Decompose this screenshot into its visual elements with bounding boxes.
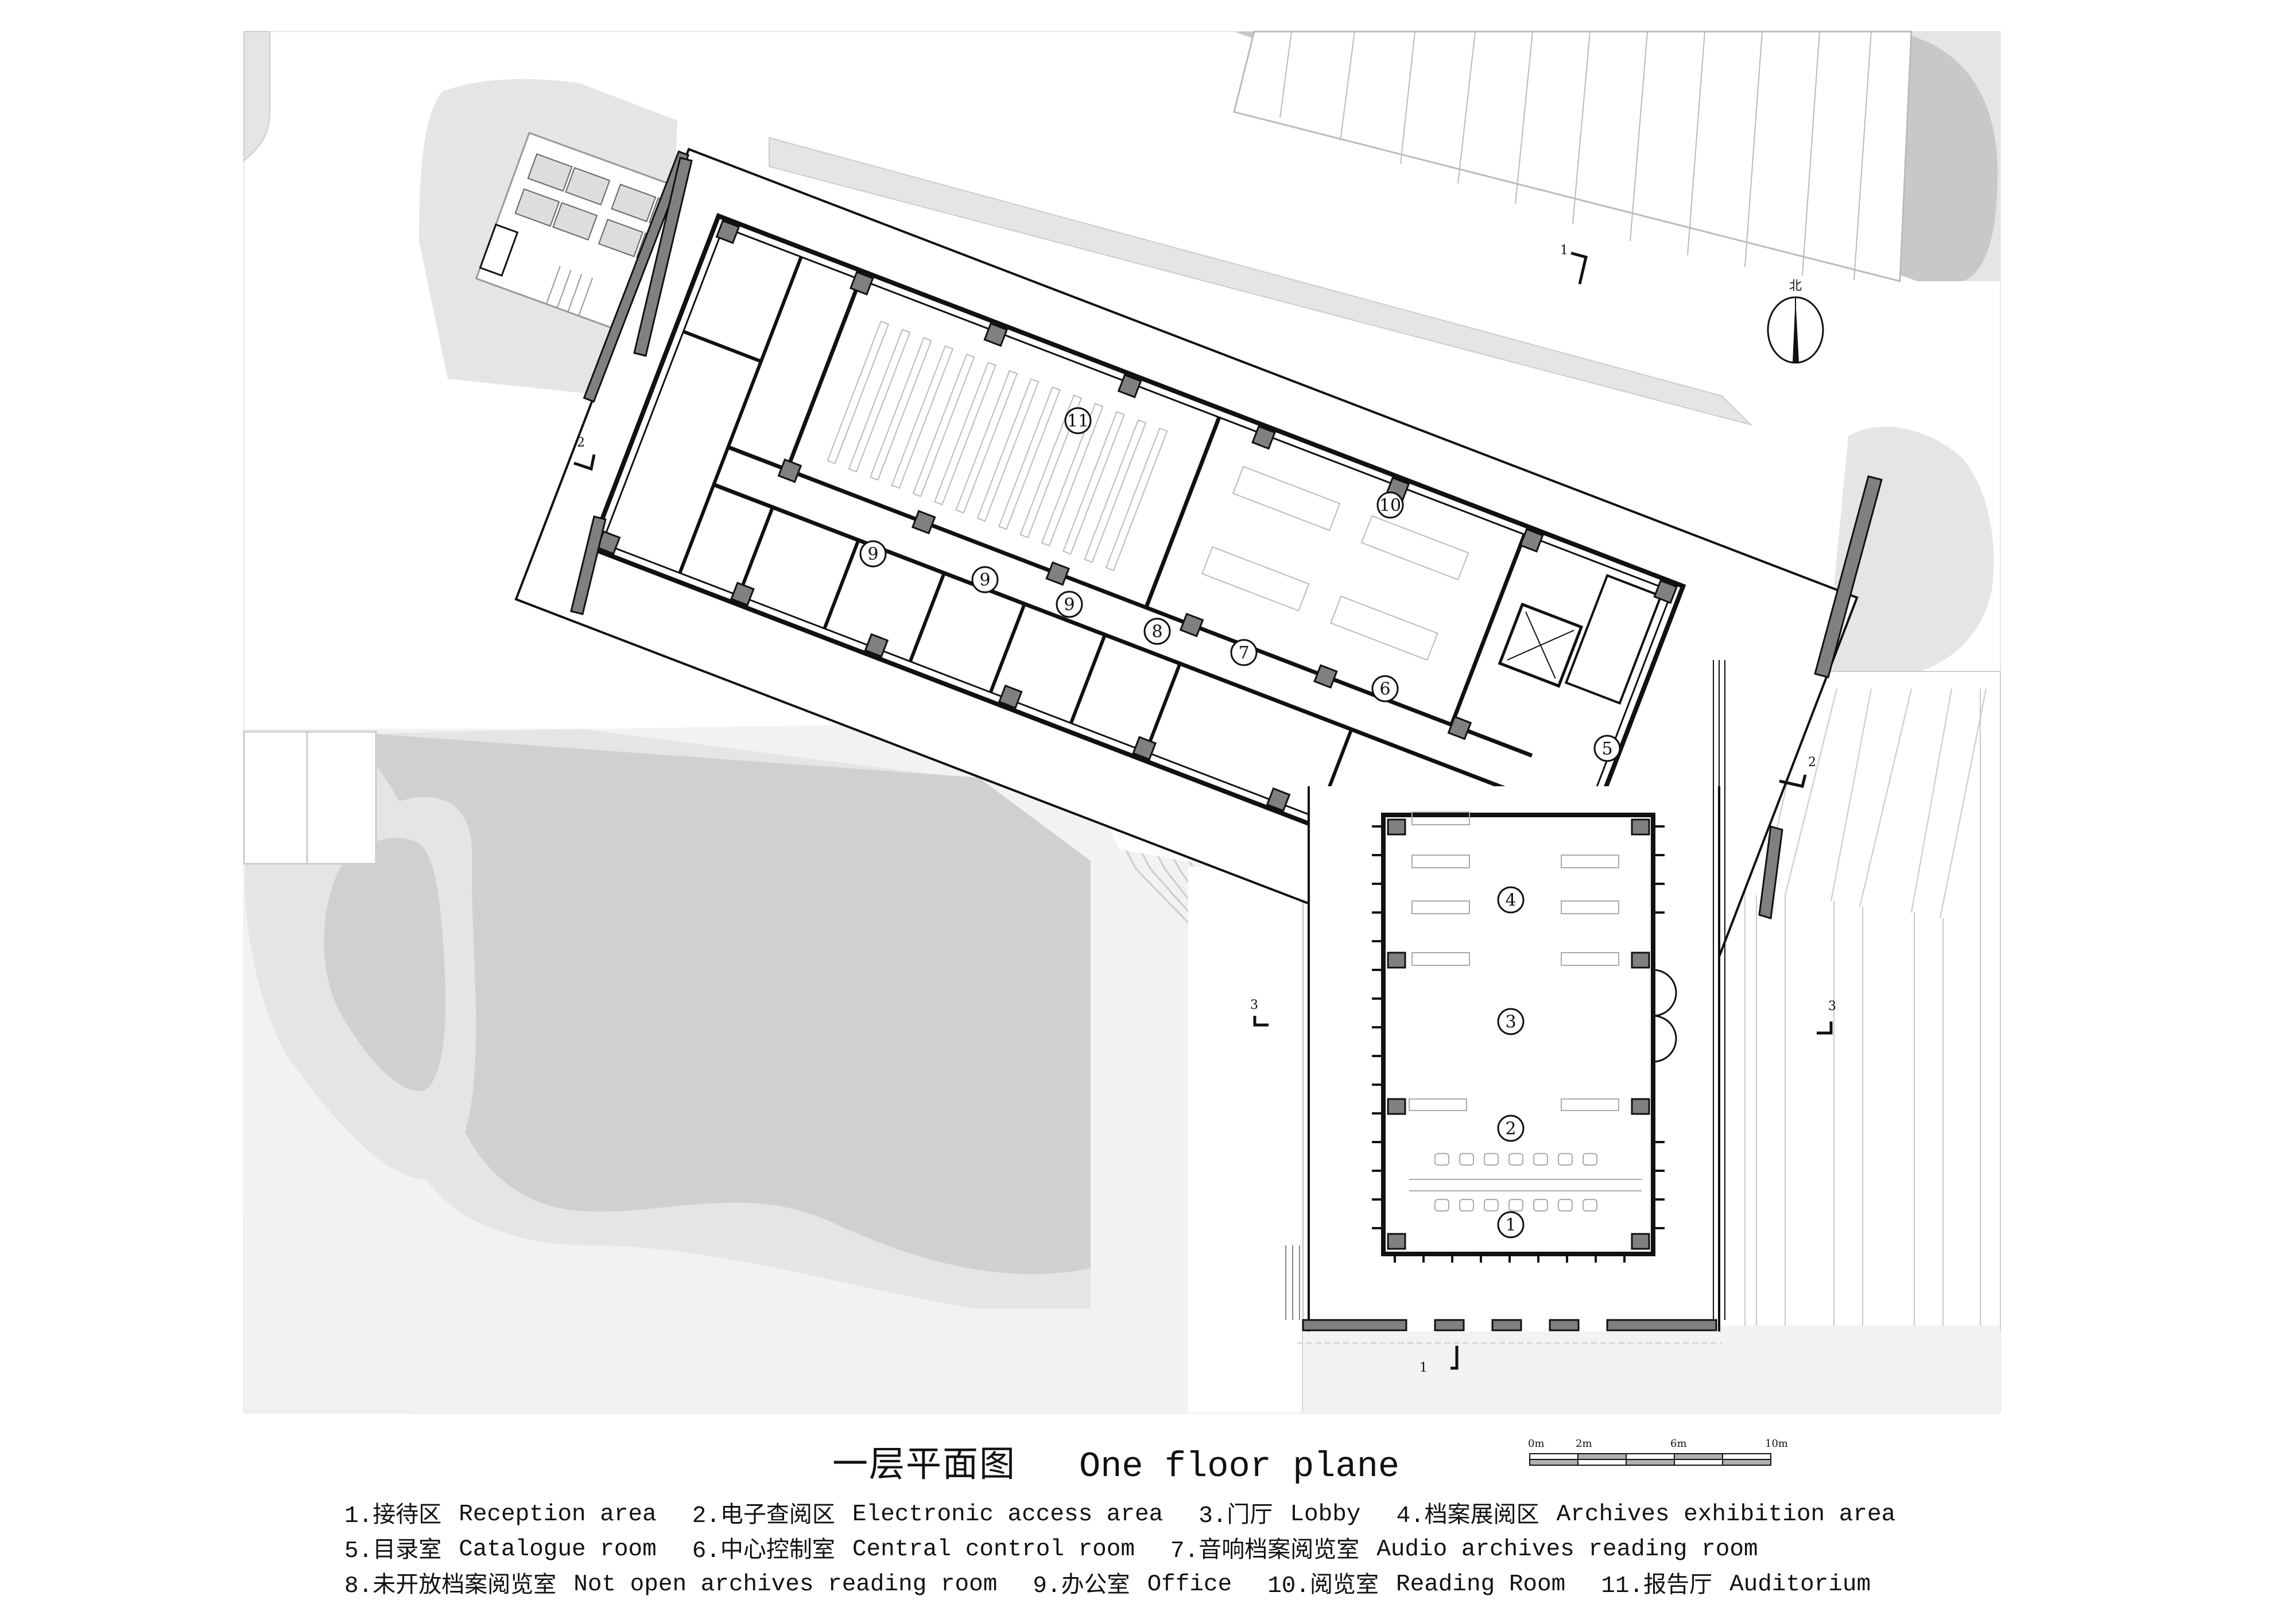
section-marker-2-right: 2: [1779, 755, 1816, 788]
building-south-wing: [1285, 660, 1725, 1344]
svg-text:11: 11: [1067, 411, 1089, 432]
room-tag-8: 8: [1143, 618, 1171, 645]
section-marker-3-mid: 3: [1250, 998, 1269, 1027]
section-marker-2-left: 2: [573, 436, 596, 471]
svg-text:1: 1: [1505, 1216, 1516, 1236]
section-markers: 1 1 2 2 3 3: [573, 243, 1836, 1375]
north-arrow-icon: 北: [1767, 279, 1824, 364]
room-tags: 11 10 9 9 9 8 7 6 5 4 3 2 1: [859, 407, 1621, 1238]
feature-walls: [570, 157, 1883, 919]
room-tag-10: 10: [1376, 491, 1404, 519]
svg-text:1: 1: [1560, 243, 1568, 258]
landscape-top-left: [243, 31, 270, 162]
room-tag-9a: 9: [859, 540, 887, 568]
svg-text:4: 4: [1505, 891, 1516, 911]
room-tag-9c: 9: [1056, 591, 1083, 618]
parking-stalls-top: [1233, 30, 1913, 282]
room-tag-4: 4: [1497, 886, 1525, 914]
room-tag-7: 7: [1230, 639, 1258, 666]
svg-text:6m: 6m: [1670, 1438, 1687, 1450]
svg-text:2: 2: [1808, 755, 1816, 770]
drawing-title-en: One floor plane: [1079, 1446, 1400, 1487]
svg-text:10m: 10m: [1765, 1438, 1788, 1450]
room-tag-6: 6: [1371, 675, 1399, 702]
section-marker-3-right: 3: [1817, 999, 1836, 1035]
svg-text:2: 2: [1505, 1119, 1516, 1139]
svg-text:1: 1: [1420, 1361, 1428, 1375]
svg-text:7: 7: [1238, 643, 1249, 663]
drawing-title-cn: 一层平面图: [832, 1443, 1017, 1485]
svg-text:2m: 2m: [1576, 1438, 1592, 1450]
room-tag-3: 3: [1497, 1008, 1525, 1035]
svg-text:0m: 0m: [1528, 1438, 1545, 1450]
landscape-lawn-dark: [344, 732, 1091, 1275]
room-tag-1: 1: [1497, 1211, 1525, 1238]
svg-text:6: 6: [1379, 680, 1390, 700]
svg-text:3: 3: [1828, 999, 1836, 1014]
svg-text:3: 3: [1250, 998, 1258, 1012]
section-marker-1-bottom: 1: [1420, 1346, 1459, 1375]
room-tag-9b: 9: [971, 566, 999, 593]
svg-text:10: 10: [1379, 496, 1401, 516]
drawing-caption: 一层平面图 One floor plane: [832, 1435, 1399, 1487]
room-tag-5: 5: [1593, 735, 1621, 762]
svg-text:9: 9: [867, 545, 878, 565]
svg-text:2: 2: [577, 436, 585, 450]
svg-text:北: 北: [1789, 279, 1802, 293]
room-tag-11: 11: [1064, 407, 1092, 434]
parking-top-outer: [1894, 32, 2000, 281]
svg-text:9: 9: [1064, 595, 1075, 615]
scale-bar: 0m 2m 6m 10m: [1528, 1438, 1788, 1466]
svg-text:8: 8: [1151, 622, 1162, 642]
svg-text:9: 9: [979, 570, 990, 591]
svg-text:3: 3: [1505, 1012, 1516, 1032]
svg-text:5: 5: [1601, 739, 1612, 759]
room-tag-2: 2: [1497, 1115, 1525, 1142]
landscape-island-dark: [324, 838, 446, 1092]
section-marker-1-top: 1: [1560, 243, 1588, 285]
